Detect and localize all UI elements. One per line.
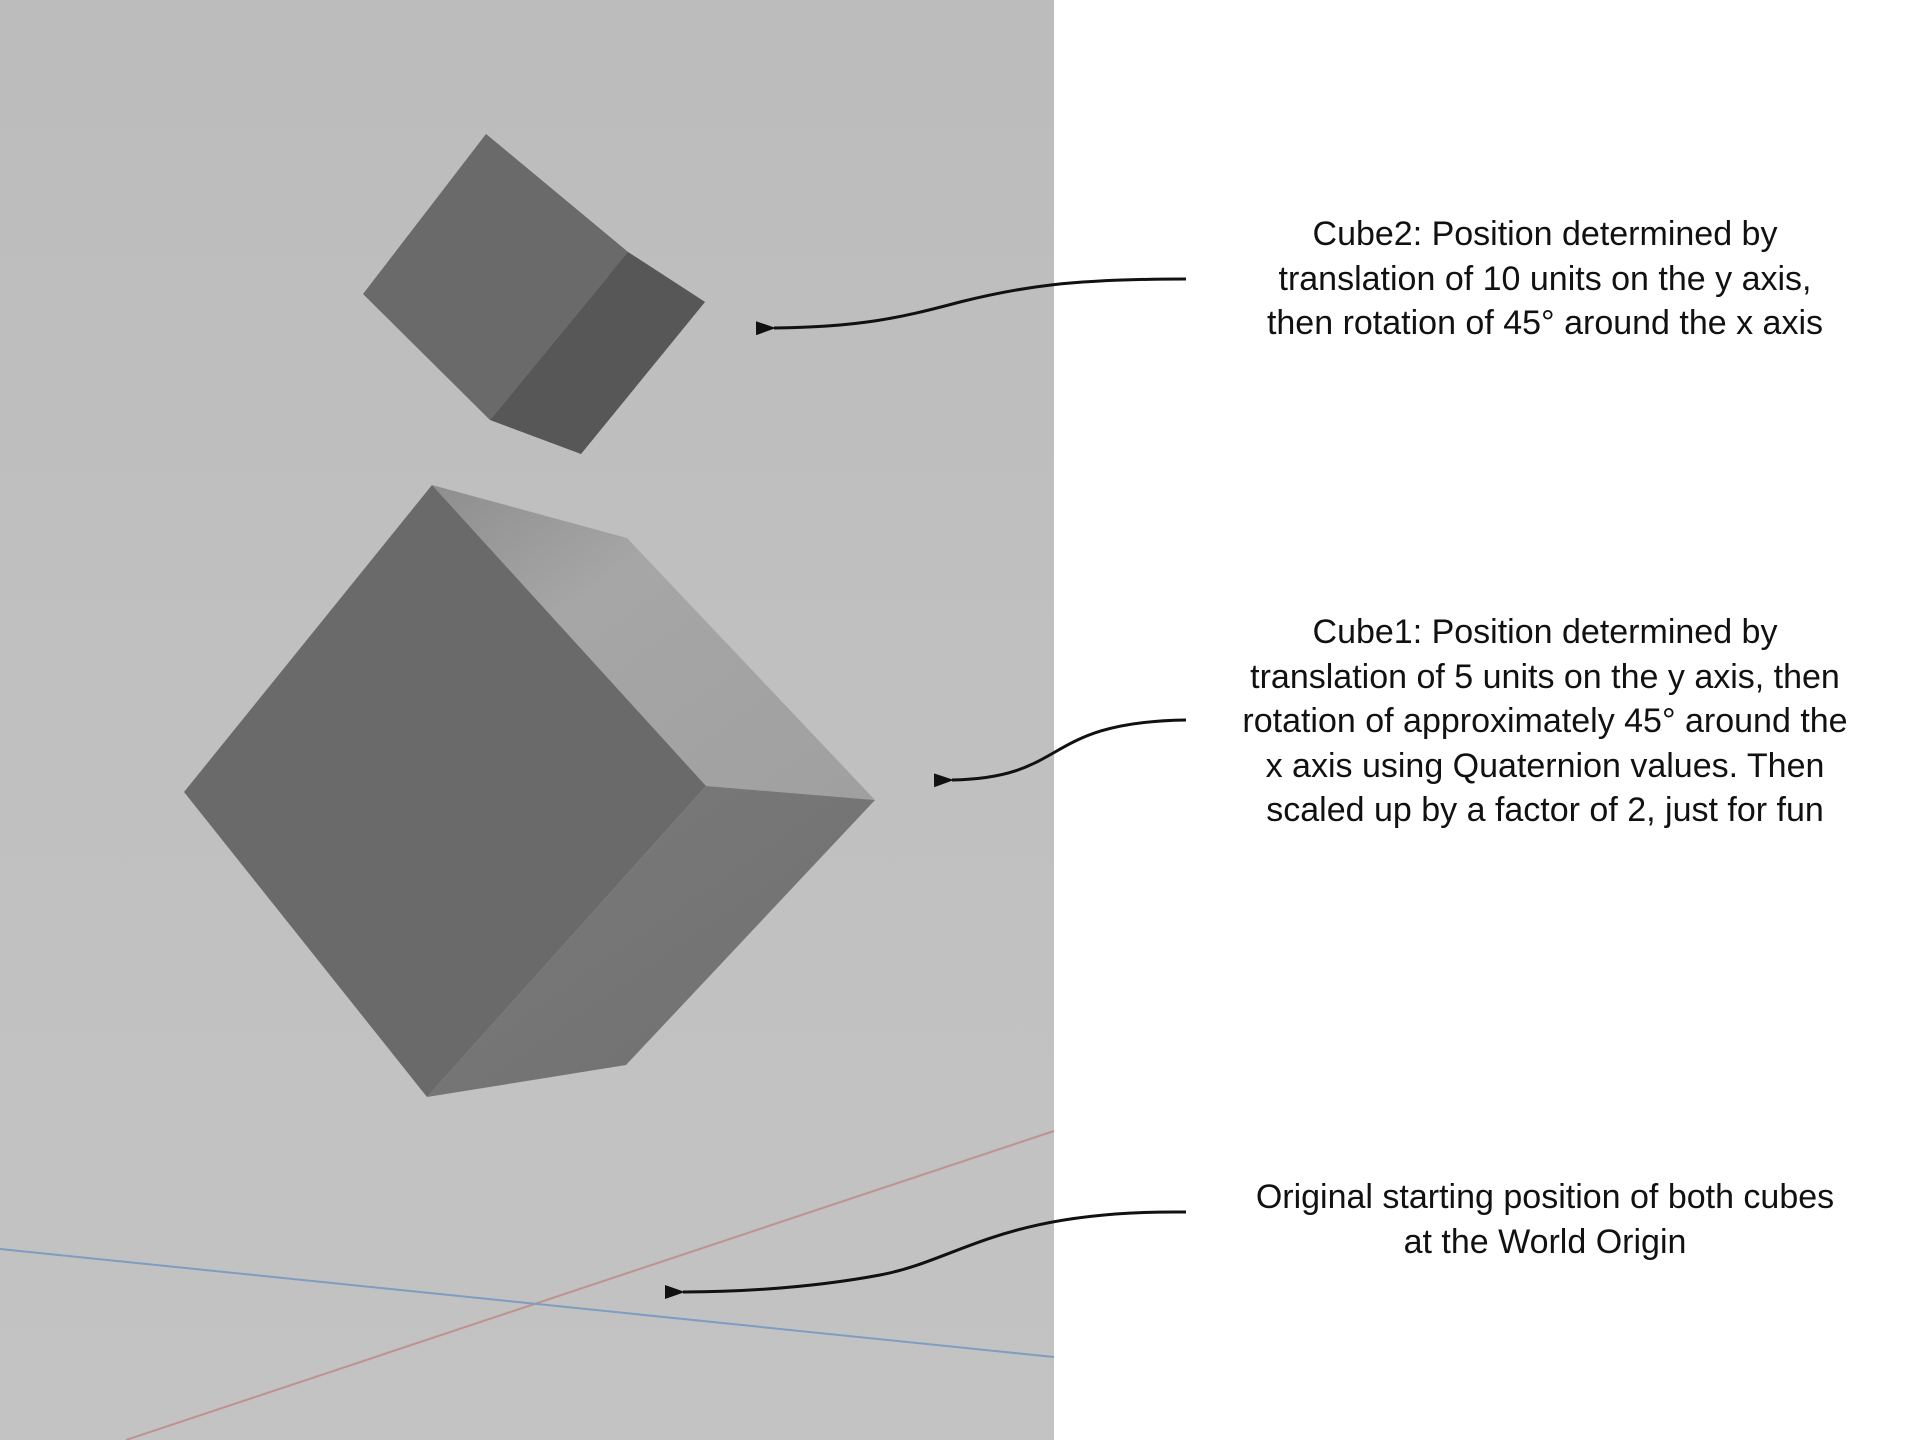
cube1 [184,485,875,1097]
cube2 [363,134,705,454]
cube2-side-face [490,252,705,454]
x-axis-line [125,1130,1055,1440]
cube1-front-face [184,485,706,1097]
cube1-annotation: Cube1: Position determined by translatio… [1242,613,1848,829]
world-axes [0,1130,1055,1440]
origin-annotation: Original starting position of both cubes… [1255,1178,1835,1261]
arrow-to-cube1 [933,718,1187,788]
arrows [664,277,1187,1300]
arrow-to-origin [664,1210,1187,1300]
cube1-right-face [427,786,875,1097]
y-axis-line [0,1248,1055,1358]
arrow-to-cube2 [755,277,1187,336]
cube2-front-face [363,134,628,420]
cube2-annotation: Cube2: Position determined by translatio… [1266,215,1824,342]
cube1-top-face [432,485,875,800]
